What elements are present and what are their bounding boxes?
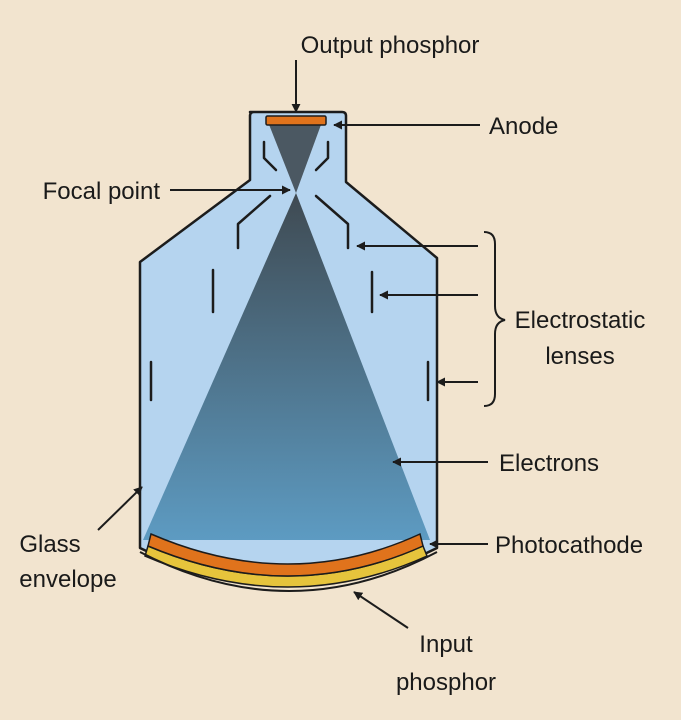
label-focal-point: Focal point [43,178,161,205]
label-electrostatic-line1: Electrostatic [515,307,646,334]
pointer-arrows [97,60,488,629]
label-glass-line1: Glass [19,531,80,558]
lens-electrode-left-1 [236,194,272,250]
electron-beam [143,193,430,540]
arrow-glass-envelope [97,486,143,531]
label-electrostatic-line2: lenses [545,343,614,370]
arrow-input-phosphor [353,591,409,629]
photocathode-layer [147,532,424,577]
label-input-line2: phosphor [396,669,496,696]
anode-electrode-left [262,140,278,172]
label-anode: Anode [489,113,558,140]
label-glass-line2: envelope [19,566,116,593]
focused-beam [268,122,322,193]
electrodes [149,140,430,402]
label-input-line1: Input [419,631,473,658]
label-electrons: Electrons [499,450,599,477]
label-output-phosphor: Output phosphor [301,32,480,59]
anode-electrode-right [314,140,330,172]
label-photocathode: Photocathode [495,532,643,559]
labels: Output phosphor Anode Focal point Electr… [19,32,645,696]
output-phosphor-plate [265,115,327,126]
lens-electrode-right-1 [314,194,350,250]
glass-bottom-edge [139,551,438,592]
lenses-brace [483,231,506,407]
